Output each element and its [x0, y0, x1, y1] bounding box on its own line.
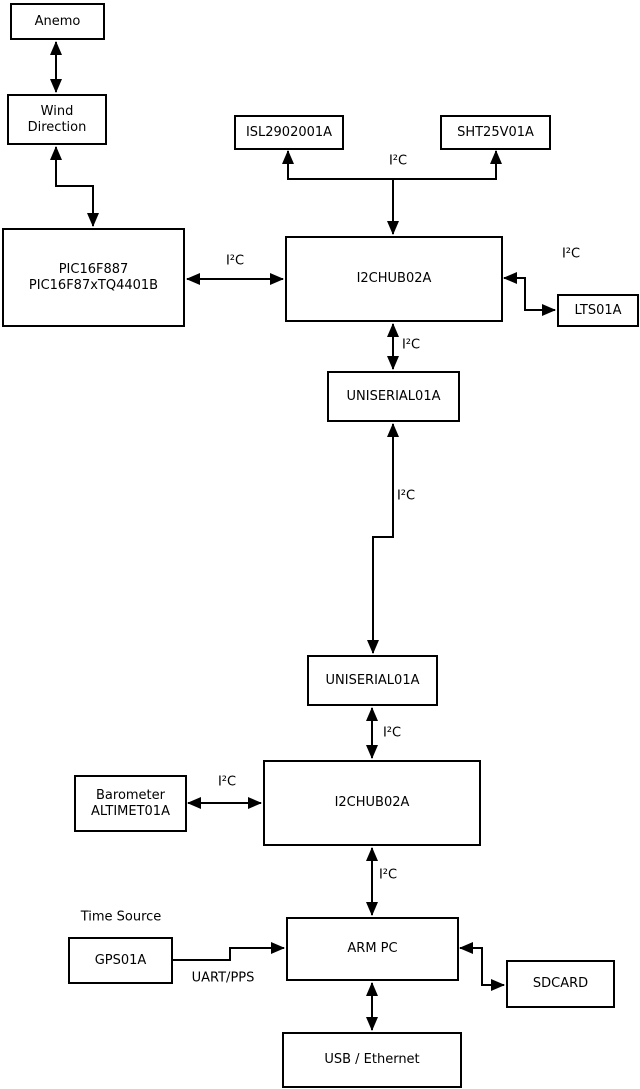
- node-lts01a: LTS01A: [557, 294, 639, 327]
- node-i2chub02a-top: I2CHUB02A: [285, 236, 503, 322]
- edge-label-time-source: Time Source: [80, 909, 162, 925]
- node-arm-pc: ARM PC: [286, 917, 459, 981]
- edge-label-barometer-hub2-i2c: I²C: [217, 774, 237, 790]
- node-barometer-altimet01a: Barometer ALTIMET01A: [74, 775, 187, 832]
- node-pic16f887: PIC16F887 PIC16F87xTQ4401B: [2, 228, 185, 327]
- node-gps01a: GPS01A: [68, 937, 173, 984]
- edge-wind-pic: [50, 146, 99, 227]
- edge-label-sensor-bus-i2c: I²C: [388, 153, 408, 169]
- node-barometer-label-line1: Barometer: [96, 787, 165, 803]
- node-sdcard: SDCARD: [506, 960, 615, 1008]
- edge-uniserial-link: [367, 423, 399, 654]
- node-pic16f887-label-line2: PIC16F87xTQ4401B: [28, 277, 159, 293]
- node-anemo-label: Anemo: [34, 13, 81, 29]
- node-usb-ethernet-label: USB / Ethernet: [324, 1052, 420, 1067]
- edge-label-hub2-armpc-i2c: I²C: [378, 867, 398, 883]
- edge-label-hub-lts-i2c: I²C: [561, 246, 581, 262]
- node-sht25v01a-label: SHT25V01A: [457, 124, 534, 140]
- node-uniserial01a-bottom-label: UNISERIAL01A: [325, 672, 420, 688]
- node-wind-direction: Wind Direction: [7, 94, 107, 145]
- node-barometer-label-line2: ALTIMET01A: [91, 803, 170, 819]
- node-sht25v01a: SHT25V01A: [440, 115, 551, 150]
- edge-label-uniserial-link-i2c: I²C: [396, 488, 416, 504]
- edge-label-uniserial-hub2-i2c: I²C: [382, 725, 402, 741]
- node-uniserial01a-top: UNISERIAL01A: [327, 371, 460, 422]
- edge-label-pic-hub-i2c: I²C: [225, 253, 245, 269]
- node-pic16f887-label-line1: PIC16F887: [58, 261, 129, 277]
- node-arm-pc-label: ARM PC: [347, 941, 398, 956]
- node-wind-direction-label-line2: Direction: [27, 119, 87, 135]
- node-sdcard-label: SDCARD: [532, 976, 589, 991]
- edge-label-uart-pps: UART/PPS: [191, 970, 255, 986]
- node-uniserial01a-top-label: UNISERIAL01A: [346, 388, 441, 404]
- node-i2chub02a-bottom: I2CHUB02A: [263, 760, 481, 846]
- edge-hub1-lts: [503, 272, 556, 316]
- edge-armpc-sdcard: [459, 942, 505, 991]
- node-usb-ethernet: USB / Ethernet: [282, 1032, 462, 1088]
- node-isl2902001a: ISL2902001A: [234, 115, 344, 150]
- node-uniserial01a-bottom: UNISERIAL01A: [307, 655, 438, 706]
- node-anemo: Anemo: [10, 3, 105, 40]
- node-i2chub02a-top-label: I2CHUB02A: [356, 271, 432, 286]
- node-i2chub02a-bottom-label: I2CHUB02A: [334, 795, 410, 810]
- connectors: [50, 41, 556, 1031]
- node-wind-direction-label-line1: Wind: [40, 103, 74, 119]
- node-isl2902001a-label: ISL2902001A: [245, 124, 333, 140]
- node-gps01a-label: GPS01A: [94, 952, 147, 968]
- node-lts01a-label: LTS01A: [574, 302, 622, 318]
- edge-gps-armpc: [173, 942, 285, 961]
- edge-label-hub-uniserial-i2c: I²C: [401, 337, 421, 353]
